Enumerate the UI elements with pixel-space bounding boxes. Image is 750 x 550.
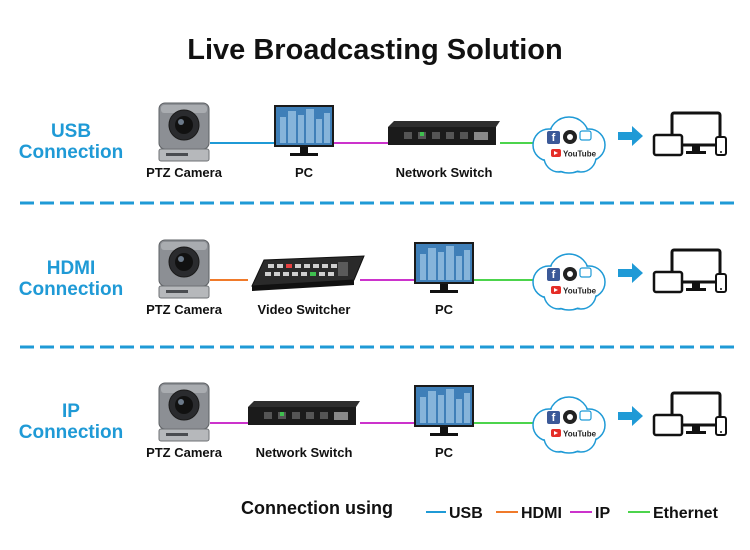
pc-monitor-icon	[274, 105, 334, 156]
camera-shutter-icon	[563, 267, 577, 281]
ptz-camera-icon	[158, 382, 210, 442]
legend-item-hdmi: HDMI	[496, 505, 562, 522]
periscope-icon	[579, 130, 592, 141]
network-switch-icon	[248, 401, 360, 425]
arrow-right-icon	[618, 263, 643, 283]
youtube-icon: YouTube	[551, 149, 597, 159]
camera-shutter-icon	[563, 130, 577, 144]
legend-item-ip: IP	[570, 505, 610, 522]
youtube-wordmark: YouTube	[563, 430, 597, 439]
device-label: PTZ Camera	[146, 302, 223, 317]
device-label: PC	[435, 445, 454, 460]
device-label: Network Switch	[256, 445, 353, 460]
viewer-devices-icon	[652, 248, 727, 294]
facebook-icon: f	[547, 268, 560, 281]
arrow-right-icon	[618, 406, 643, 426]
periscope-icon	[579, 267, 592, 278]
svg-text:f: f	[552, 269, 556, 281]
ptz-camera-icon	[158, 102, 210, 162]
legend-item-usb: USB	[426, 505, 483, 522]
viewer-devices-icon	[652, 111, 727, 157]
diagram-title: Live Broadcasting Solution	[187, 34, 562, 66]
legend-label: HDMI	[521, 505, 562, 522]
pc-monitor-icon	[414, 385, 474, 436]
arrow-right-icon	[618, 126, 643, 146]
device-label: PTZ Camera	[146, 165, 223, 180]
facebook-icon: f	[547, 411, 560, 424]
legend-label: USB	[449, 505, 483, 522]
legend-label: IP	[595, 505, 610, 522]
device-label: PC	[295, 165, 314, 180]
svg-text:f: f	[552, 132, 556, 144]
legend-item-ethernet: Ethernet	[628, 505, 719, 522]
network-switch-icon	[388, 121, 500, 145]
legend-label: Ethernet	[653, 505, 719, 522]
device-label: Network Switch	[396, 165, 493, 180]
device-label: PC	[435, 302, 454, 317]
legend: Connection using USB HDMI IP Ethernet	[241, 498, 719, 522]
svg-text:f: f	[552, 412, 556, 424]
youtube-icon: YouTube	[551, 286, 597, 296]
youtube-wordmark: YouTube	[563, 287, 597, 296]
youtube-icon: YouTube	[551, 429, 597, 439]
device-label: PTZ Camera	[146, 445, 223, 460]
video-switcher-icon	[251, 255, 365, 291]
facebook-icon: f	[547, 131, 560, 144]
pc-monitor-icon	[414, 242, 474, 293]
viewer-devices-icon	[652, 391, 727, 437]
periscope-icon	[579, 410, 592, 421]
device-label: Video Switcher	[258, 302, 351, 317]
legend-heading: Connection using	[241, 498, 393, 518]
camera-shutter-icon	[563, 410, 577, 424]
ptz-camera-icon	[158, 239, 210, 299]
youtube-wordmark: YouTube	[563, 150, 597, 159]
